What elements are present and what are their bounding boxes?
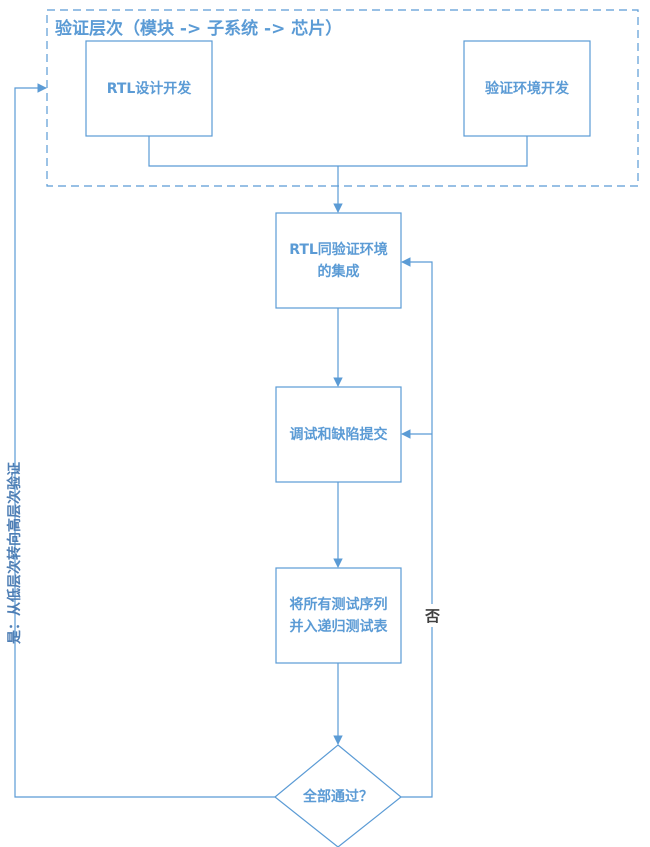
integration-label: RTL同验证环境的集成 — [289, 241, 388, 280]
regression-box — [275, 567, 402, 664]
rtl-design-box — [85, 40, 213, 137]
decision-label: 全部通过？ — [303, 789, 373, 805]
verification-level-container — [46, 9, 639, 187]
env-dev-box — [463, 40, 591, 137]
env-dev-label: 验证环境开发 — [485, 80, 569, 97]
yes-loop-line — [14, 83, 275, 798]
rtl-design-label: RTL设计开发 — [106, 80, 192, 97]
no-loop-line — [401, 257, 433, 798]
rtl-design-connector — [148, 136, 338, 167]
debug-box — [275, 386, 402, 483]
no-label: 否 — [425, 604, 441, 627]
decision-diamond — [274, 744, 402, 847]
yes-label: 是：从低层次转向高层次验证 — [7, 462, 23, 644]
env-dev-connector — [338, 136, 528, 167]
regression-label: 将所有测试序列并入递归测试表 — [289, 596, 388, 635]
debug-label: 调试和缺陷提交 — [289, 426, 388, 443]
container-title: 验证层次（模块 -> 子系统 -> 芯片） — [55, 19, 343, 39]
